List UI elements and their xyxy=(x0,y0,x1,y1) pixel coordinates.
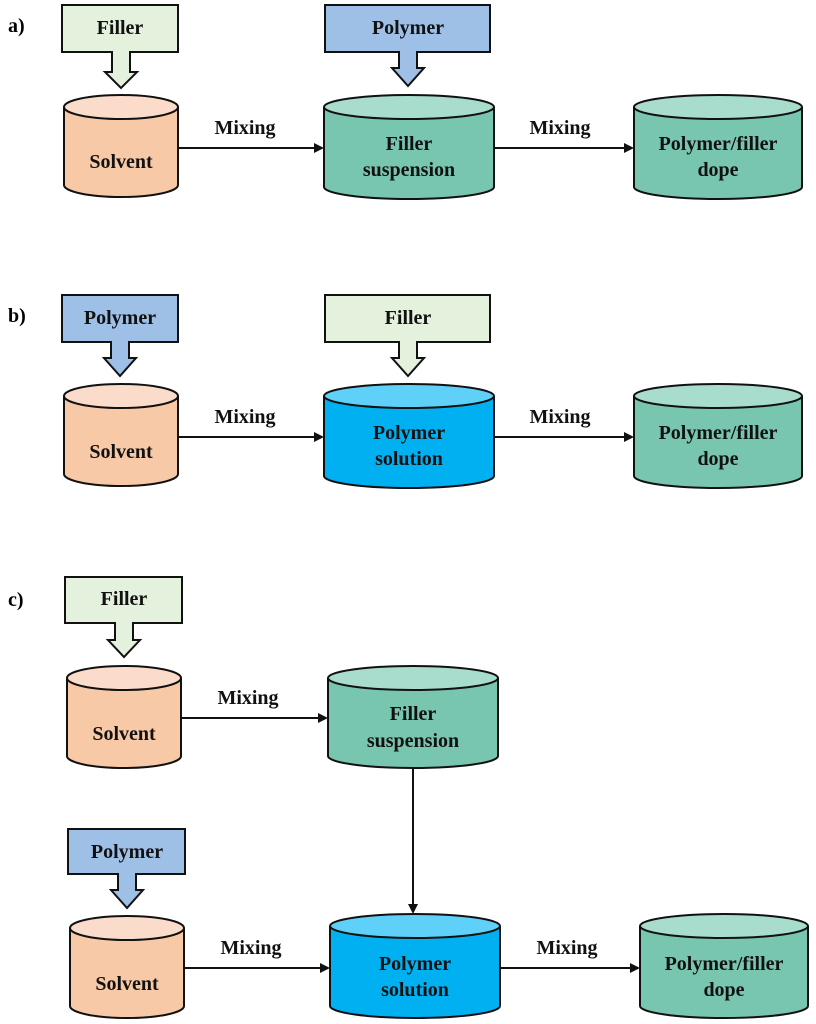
panel-b-solvent-label: Solvent xyxy=(89,441,153,463)
panel-b-filler-input: Filler xyxy=(324,294,491,378)
panel-a-suspension-body xyxy=(323,107,495,200)
panel-c-dope-label-1: Polymer/filler xyxy=(665,953,784,975)
panel-b-mixing-label-1: Mixing xyxy=(214,406,275,428)
panel-b-polymer-callout xyxy=(61,294,179,378)
panel-c-filler-callout xyxy=(64,576,183,659)
panel-c-top-solvent-top xyxy=(66,665,182,691)
panel-c-polymer-callout xyxy=(67,828,186,910)
panel-a-solvent-cylinder: Solvent xyxy=(63,94,179,198)
panel-b-solution-label-2: solution xyxy=(375,448,443,470)
panel-c-polymer-label: Polymer xyxy=(91,841,163,863)
panel-a-label: a) xyxy=(8,15,25,37)
panel-a-suspension-label-2: suspension xyxy=(363,159,455,181)
panel-c-dope-top xyxy=(639,913,809,939)
panel-c-polymer-solution-cylinder: Polymer solution xyxy=(329,913,501,1019)
panel-c-bottom-solvent-top xyxy=(69,915,185,941)
panel-c: c) Filler Solvent Mixing Filler suspensi… xyxy=(8,576,809,1019)
panel-c-top-solvent-body xyxy=(66,678,182,769)
panel-c-bottom-solvent-label: Solvent xyxy=(95,973,159,995)
panel-b-filler-callout xyxy=(324,294,491,378)
panel-c-bottom-solvent-body xyxy=(69,928,185,1019)
panel-a-polymer-callout xyxy=(324,4,491,88)
panel-a-polymer-input: Polymer xyxy=(324,4,491,88)
panel-b-label: b) xyxy=(8,305,26,327)
panel-a: a) Filler Polymer Solvent Mixing Filler … xyxy=(8,4,803,200)
panel-b: b) Polymer Filler Solvent Mixing Polymer… xyxy=(8,294,803,489)
panel-b-polymer-label: Polymer xyxy=(84,307,156,329)
panel-a-mixing-label-1: Mixing xyxy=(214,117,275,139)
panel-c-suspension-body xyxy=(327,678,499,769)
panel-a-suspension-top xyxy=(323,94,495,120)
panel-c-solution-top xyxy=(329,913,501,939)
panel-b-solution-body xyxy=(323,396,495,489)
panel-b-dope-label-2: dope xyxy=(697,448,738,470)
panel-c-dope-cylinder: Polymer/filler dope xyxy=(639,913,809,1019)
panel-c-solution-label-1: Polymer xyxy=(379,953,451,975)
panel-b-solvent-cylinder: Solvent xyxy=(63,383,179,487)
panel-c-filler-label: Filler xyxy=(101,588,148,610)
panel-c-bottom-mixing-label-1: Mixing xyxy=(220,937,281,959)
panel-a-filler-input: Filler xyxy=(61,4,179,90)
panel-a-solvent-body xyxy=(63,107,179,198)
panel-c-label: c) xyxy=(8,589,24,611)
panel-c-filler-input: Filler xyxy=(64,576,183,659)
panel-a-dope-body xyxy=(633,107,803,200)
panel-b-dope-top xyxy=(633,383,803,409)
panel-b-dope-body xyxy=(633,396,803,489)
panel-a-dope-label-1: Polymer/filler xyxy=(659,133,778,155)
panel-c-suspension-label-1: Filler xyxy=(390,703,437,725)
panel-c-top-solvent-label: Solvent xyxy=(92,723,156,745)
panel-c-polymer-input: Polymer xyxy=(67,828,186,910)
panel-a-polymer-label: Polymer xyxy=(372,17,444,39)
panel-c-solution-body xyxy=(329,926,501,1019)
panel-c-top-solvent-cylinder: Solvent xyxy=(66,665,182,769)
panel-c-top-mixing-label: Mixing xyxy=(217,687,278,709)
panel-c-filler-suspension-cylinder: Filler suspension xyxy=(327,665,499,769)
panel-b-polymer-input: Polymer xyxy=(61,294,179,378)
panel-a-filler-callout xyxy=(61,4,179,90)
panel-a-suspension-label-1: Filler xyxy=(386,133,433,155)
panel-c-bottom-solvent-cylinder: Solvent xyxy=(69,915,185,1019)
panel-b-solvent-body xyxy=(63,396,179,487)
panel-b-solution-label-1: Polymer xyxy=(373,422,445,444)
panel-b-dope-label-1: Polymer/filler xyxy=(659,422,778,444)
panel-a-solvent-label: Solvent xyxy=(89,151,153,173)
panel-c-dope-label-2: dope xyxy=(703,979,744,1001)
panel-b-polymer-solution-cylinder: Polymer solution xyxy=(323,383,495,489)
panel-a-filler-label: Filler xyxy=(97,17,144,39)
panel-b-solution-top xyxy=(323,383,495,409)
panel-a-solvent-top xyxy=(63,94,179,120)
panel-a-dope-label-2: dope xyxy=(697,159,738,181)
panel-b-solvent-top xyxy=(63,383,179,409)
panel-a-dope-cylinder: Polymer/filler dope xyxy=(633,94,803,200)
panel-a-filler-suspension-cylinder: Filler suspension xyxy=(323,94,495,200)
panel-b-dope-cylinder: Polymer/filler dope xyxy=(633,383,803,489)
panel-a-mixing-label-2: Mixing xyxy=(529,117,590,139)
panel-c-bottom-mixing-label-2: Mixing xyxy=(536,937,597,959)
panel-b-mixing-label-2: Mixing xyxy=(529,406,590,428)
panel-c-dope-body xyxy=(639,926,809,1019)
panel-c-solution-label-2: solution xyxy=(381,979,449,1001)
panel-c-suspension-top xyxy=(327,665,499,691)
panel-b-filler-label: Filler xyxy=(385,307,432,329)
panel-c-suspension-label-2: suspension xyxy=(367,730,459,752)
panel-a-dope-top xyxy=(633,94,803,120)
